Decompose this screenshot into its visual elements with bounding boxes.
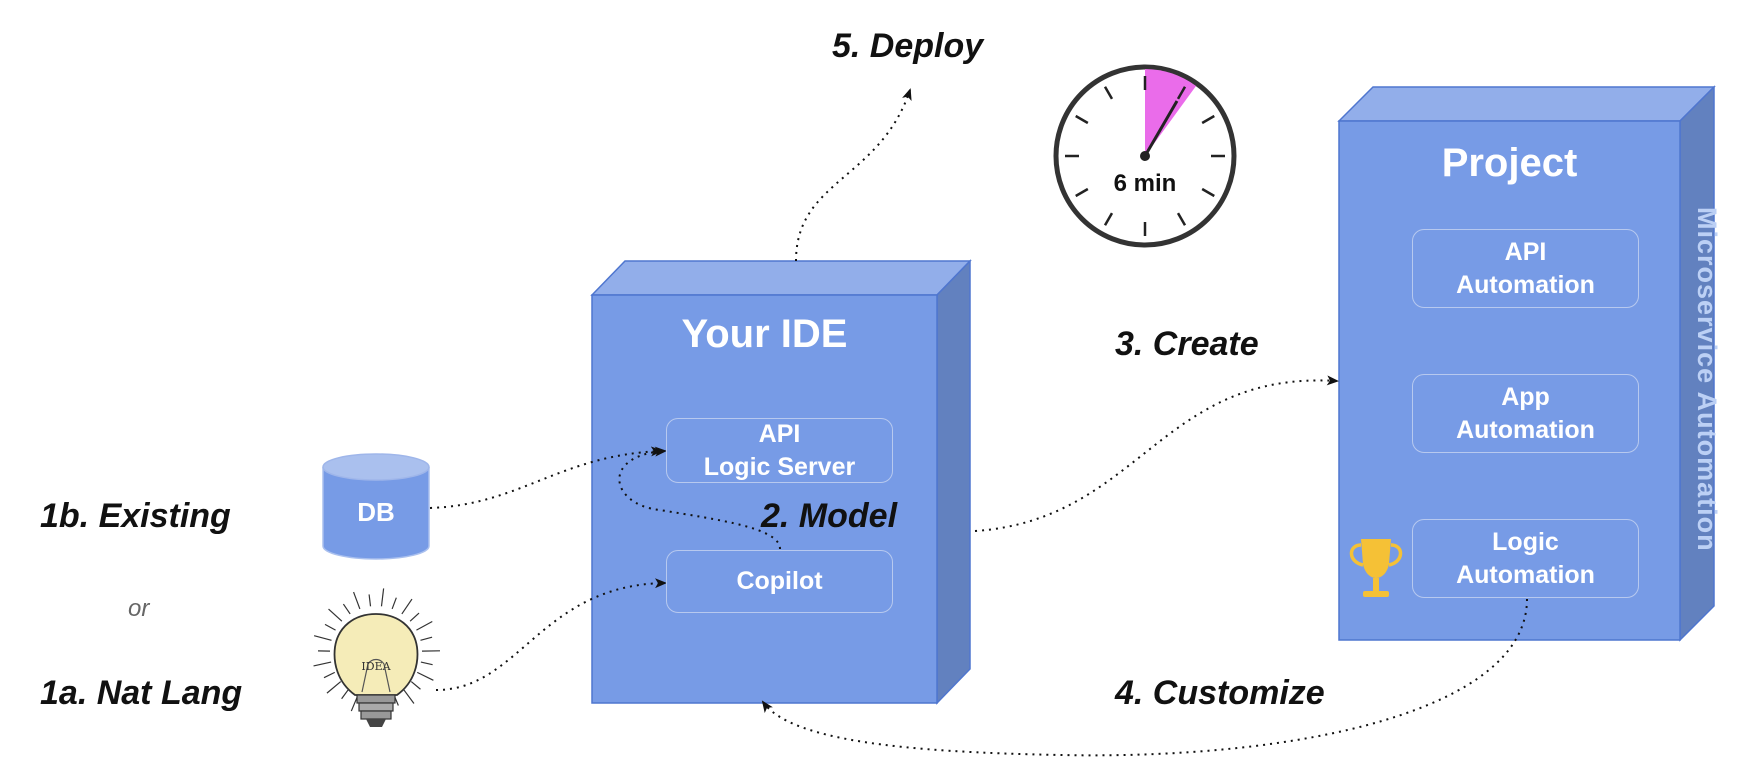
bulb-ray [324, 623, 336, 631]
copilot-label: Copilot [736, 567, 823, 595]
step-create-label: 3. Create [1115, 325, 1259, 363]
arrow-ide-to-project [974, 375, 1339, 532]
api-logic-server-line2: Logic Server [703, 452, 856, 481]
idea-lightbulb-icon [313, 588, 440, 727]
project-box [1337, 85, 1716, 642]
clock-tick [1103, 86, 1114, 100]
stopwatch-icon [1053, 64, 1237, 248]
bulb-ray [313, 661, 332, 667]
bulb-ray [368, 594, 372, 607]
api-automation-box[interactable]: API Automation [1412, 229, 1639, 308]
clock-tick [1103, 212, 1114, 226]
clock-tick [1176, 212, 1187, 226]
bulb-ray [380, 588, 385, 607]
step-model-label: 2. Model [761, 497, 898, 535]
bulb-ray [328, 608, 343, 622]
app-automation-line2: Automation [1456, 415, 1595, 444]
bulb-ray [416, 620, 433, 631]
clock-tick [1201, 187, 1215, 198]
bulb-ray [326, 681, 342, 694]
copilot-box[interactable]: Copilot [666, 550, 893, 613]
ide-box [590, 259, 972, 705]
app-automation-box[interactable]: App Automation [1412, 374, 1639, 453]
project-title: Project [1441, 141, 1578, 185]
bulb-ray [420, 661, 433, 666]
bulb-ray [313, 635, 332, 641]
clock-tick [1075, 114, 1089, 125]
bulb-ray [410, 681, 421, 690]
bulb-ray [391, 597, 397, 610]
connectors [429, 88, 1528, 757]
db-cylinder-icon [322, 453, 430, 560]
bulb-ray [402, 688, 415, 704]
arrow-copilot-to-api [618, 446, 781, 550]
bulb-ray [341, 688, 350, 700]
bulb-ray [420, 636, 433, 641]
bulb-ray [409, 612, 420, 622]
step-natlang-label: 1a. Nat Lang [40, 674, 243, 712]
api-logic-server-line1: API [758, 419, 801, 448]
step-customize-label: 4. Customize [1115, 674, 1325, 712]
db-label: DB [357, 497, 395, 527]
logic-automation-line2: Automation [1456, 560, 1595, 589]
api-automation-line2: Automation [1456, 270, 1595, 299]
step-deploy-label: 5. Deploy [832, 27, 984, 65]
arrow-ide-to-deploy [795, 88, 912, 262]
idea-label: IDEA [361, 660, 391, 673]
ide-title: Your IDE [681, 312, 848, 356]
clock-label: 6 min [1113, 170, 1177, 197]
arrow-db-to-api [429, 446, 663, 509]
trophy-icon [1349, 539, 1403, 597]
api-automation-line1: API [1504, 237, 1547, 266]
or-label: or [128, 595, 150, 622]
app-automation-line1: App [1501, 382, 1550, 411]
bulb-ray [323, 671, 336, 679]
bulb-ray [401, 598, 413, 615]
api-logic-server-box[interactable]: API Logic Server [666, 418, 893, 483]
arrow-logic-to-ide [761, 598, 1528, 757]
bulb-ray [353, 591, 361, 610]
logic-automation-line1: Logic [1492, 527, 1559, 556]
bulb-ray [342, 603, 351, 615]
clock-tick [1075, 187, 1089, 198]
step-existing-label: 1b. Existing [40, 497, 231, 535]
logic-automation-box[interactable]: Logic Automation [1412, 519, 1639, 598]
microservice-automation-label: Microservice Automation [1692, 207, 1722, 552]
clock-tick [1201, 114, 1215, 125]
clock-tick [1176, 86, 1187, 100]
bulb-ray [416, 671, 434, 681]
